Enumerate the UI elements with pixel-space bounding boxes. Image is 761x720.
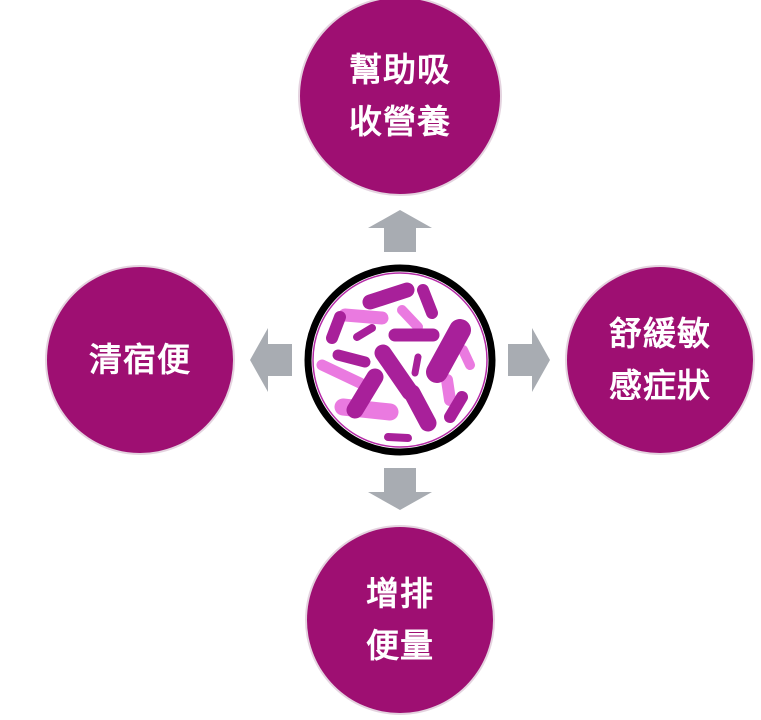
benefit-nutrient-absorption: 幫助吸 收營養 bbox=[300, 0, 500, 194]
node-text: 感症狀 bbox=[609, 366, 711, 405]
node-text: 舒緩敏 bbox=[609, 314, 711, 353]
arrow-right-icon bbox=[508, 328, 550, 392]
arrow-up-icon bbox=[368, 210, 432, 252]
node-text: 清宿便 bbox=[89, 340, 191, 379]
node-text: 便量 bbox=[366, 626, 434, 665]
node-text: 幫助吸 bbox=[349, 50, 451, 89]
benefit-relieve-allergy: 舒緩敏 感症狀 bbox=[567, 267, 753, 453]
bacteria-icon bbox=[304, 264, 496, 456]
node-text: 增排 bbox=[366, 574, 434, 613]
benefit-clear-stool: 清宿便 bbox=[47, 267, 233, 453]
arrow-down-icon bbox=[368, 468, 432, 510]
arrow-left-icon bbox=[250, 328, 292, 392]
node-text: 收營養 bbox=[349, 102, 451, 141]
benefit-increase-stool: 增排 便量 bbox=[307, 527, 493, 713]
